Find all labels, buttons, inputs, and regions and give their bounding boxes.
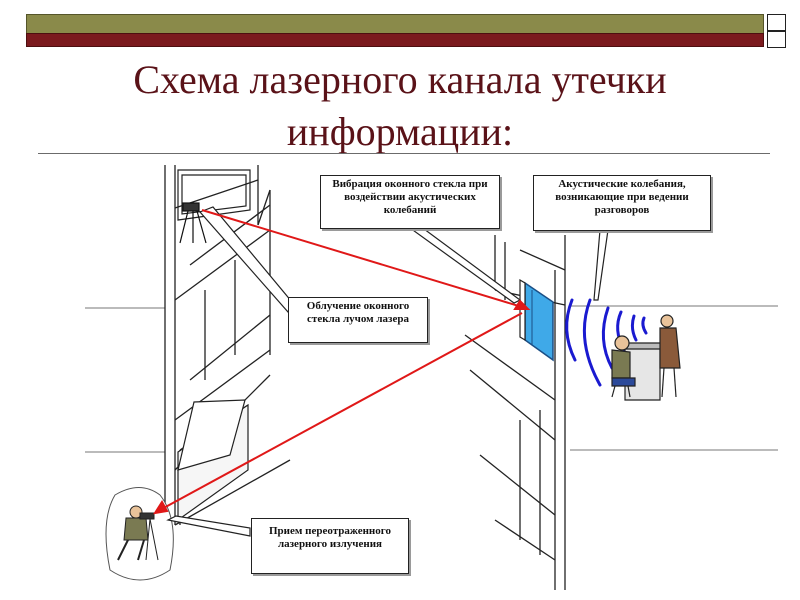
ground-lines bbox=[85, 305, 778, 453]
slide-title: Схема лазерного канала утечки информации… bbox=[60, 54, 740, 158]
right-building bbox=[464, 235, 566, 590]
label-acoustic-vibrations: Акустические колебания, возникающие при … bbox=[533, 175, 711, 231]
title-divider bbox=[38, 153, 770, 154]
laser-emitter-icon bbox=[179, 202, 207, 244]
label-window-vibration: Вибрация оконного стекла при воздействии… bbox=[320, 175, 500, 229]
label-pointers bbox=[166, 206, 609, 537]
corner-square-bottom bbox=[767, 31, 786, 48]
title-line-1: Схема лазерного канала утечки bbox=[133, 57, 667, 102]
target-window bbox=[519, 278, 554, 362]
left-lower-window bbox=[177, 399, 249, 522]
label-laser-irradiation: Облучение оконного стекла лучом лазера bbox=[288, 297, 428, 343]
office-scene bbox=[611, 314, 681, 401]
header-bar-red bbox=[26, 33, 764, 47]
left-upper-window bbox=[177, 169, 251, 221]
laser-beams bbox=[152, 209, 531, 515]
acoustic-waves bbox=[565, 298, 648, 387]
receiver-operator-icon bbox=[105, 487, 174, 581]
label-reflected-reception: Прием переотраженного лазерного излучени… bbox=[251, 518, 409, 574]
corner-square-top bbox=[767, 14, 786, 31]
title-line-2: информации: bbox=[286, 109, 514, 154]
